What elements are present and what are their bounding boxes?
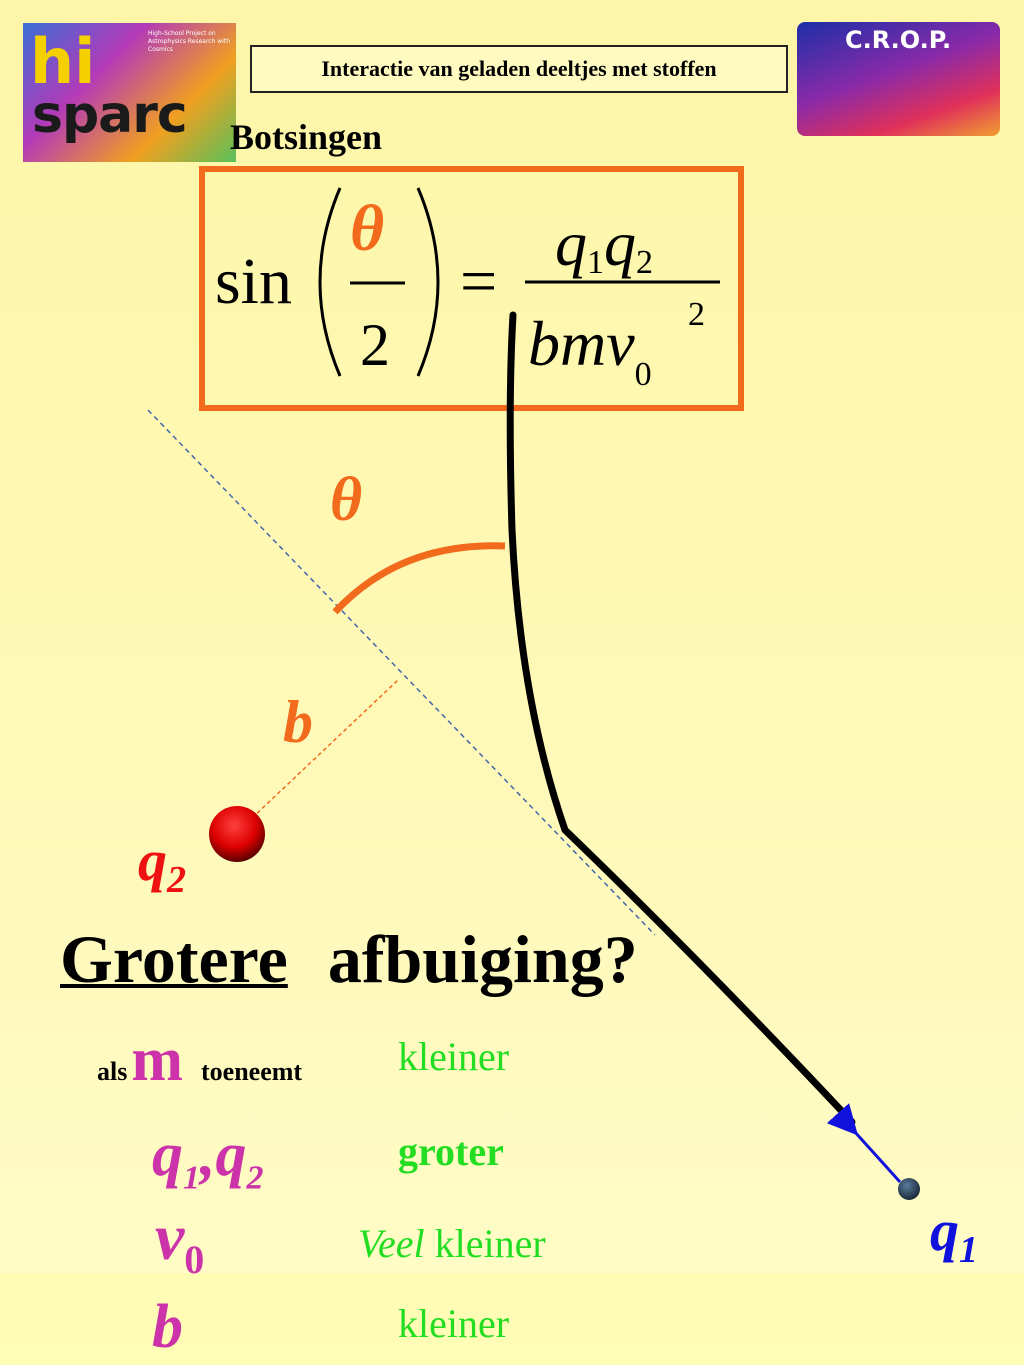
deflection-angle-arc [332, 542, 506, 615]
row-charges-q1-sub: 1 [183, 1159, 200, 1197]
row-velocity: v0 [155, 1200, 204, 1283]
hisparc-logo-text: sparc [32, 85, 188, 145]
formula-denominator: bmv0 [528, 308, 652, 393]
row-velocity-symbol: v [155, 1201, 185, 1274]
particle-trajectory [506, 311, 856, 1126]
formula-theta: θ [350, 192, 384, 265]
question-heading: Grotere afbuiging? [60, 920, 638, 999]
formula-q1: q [555, 208, 587, 279]
row-charges-q1: q [152, 1121, 183, 1189]
row-mass: als m toeneemt [97, 1025, 302, 1096]
formula-v: v [606, 308, 635, 379]
formula-equals: = [460, 245, 497, 318]
formula-paren-right [416, 187, 440, 377]
formula-box [199, 166, 744, 411]
row-impact-answer: kleiner [398, 1301, 510, 1346]
question-word-afbuiging: afbuiging? [327, 921, 638, 997]
row-mass-suffix: toeneemt [201, 1057, 303, 1086]
formula-b: b [528, 308, 560, 379]
impact-parameter-label: b [283, 689, 313, 755]
formula-paren-left [318, 187, 342, 377]
q2-label: q2 [138, 828, 186, 901]
theta-label: θ [330, 466, 362, 534]
charge-q2-ball [209, 806, 265, 862]
row-velocity-answer-text: kleiner [434, 1221, 546, 1266]
row-impact: b [152, 1292, 183, 1363]
section-title: Botsingen [230, 117, 383, 157]
formula-sin: sin [215, 245, 292, 318]
charge-q1-ball [898, 1178, 920, 1200]
row-charges-sep: , [200, 1121, 216, 1189]
formula-v-sup: 2 [688, 296, 705, 333]
asymptote-dashed-line [147, 409, 656, 936]
formula-v-sub: 0 [635, 356, 652, 393]
row-charges-q2: q [215, 1121, 247, 1189]
row-charges: q1,q2 [152, 1120, 264, 1197]
row-mass-answer: kleiner [398, 1034, 510, 1079]
formula-q1-sub: 1 [587, 244, 604, 281]
q1-velocity-arrow [826, 1103, 902, 1184]
hisparc-logo-subtitle: High-School Project on Astrophysics Rese… [148, 30, 231, 53]
question-word-grotere: Grotere [60, 921, 288, 997]
row-impact-symbol: b [152, 1293, 183, 1361]
row-velocity-answer-emphasis: Veel [358, 1221, 425, 1266]
impact-parameter-line [251, 679, 399, 819]
row-mass-symbol: m [131, 1026, 183, 1094]
formula-two: 2 [360, 312, 390, 378]
row-mass-prefix: als [97, 1057, 128, 1086]
formula-m: m [560, 308, 606, 379]
hisparc-logo-hi: hi [30, 25, 96, 98]
hisparc-logo [23, 23, 236, 162]
crop-logo [797, 22, 1000, 136]
row-velocity-answer: Veel kleiner [358, 1220, 546, 1267]
slide-header: Interactie van geladen deeltjes met stof… [250, 45, 788, 93]
formula-numerator: q1q2 [555, 208, 653, 281]
slide-header-title: Interactie van geladen deeltjes met stof… [321, 56, 717, 81]
crop-logo-text: C.R.O.P. [845, 26, 952, 54]
formula-q2-sub: 2 [636, 244, 653, 281]
row-charges-answer: groter [398, 1129, 504, 1174]
q1-label: q1 [930, 1198, 978, 1271]
bottom-band [0, 1273, 1024, 1365]
row-charges-q2-sub: 2 [246, 1159, 264, 1197]
formula-q2: q [604, 208, 636, 279]
row-velocity-sub: 0 [184, 1237, 205, 1283]
